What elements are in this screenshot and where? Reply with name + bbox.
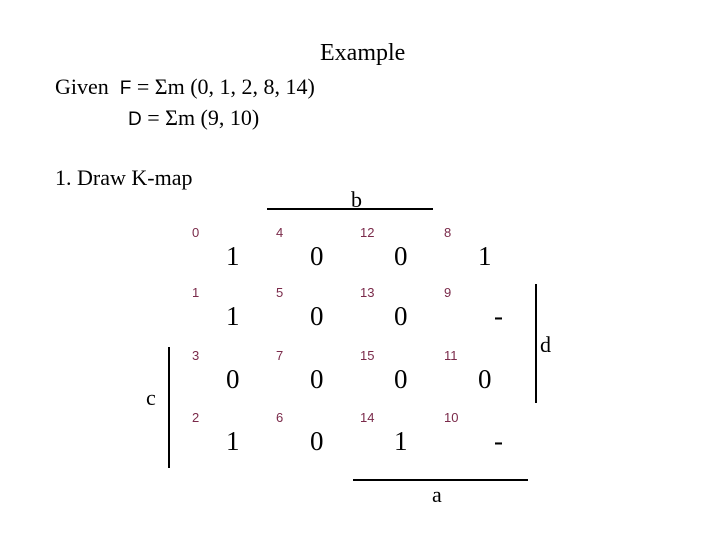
kmap-cell-value: 0 xyxy=(394,364,408,394)
kmap-cell-value: 0 xyxy=(478,364,492,394)
kmap-cell-value: 0 xyxy=(310,301,324,331)
c-variable-rule xyxy=(168,347,170,468)
kmap-cell-index: 10 xyxy=(444,410,459,425)
kmap-cell: 9- xyxy=(442,285,526,345)
given-label: Given xyxy=(55,74,109,99)
f-label: F xyxy=(119,78,132,99)
kmap-cell-value: 1 xyxy=(478,241,492,271)
page-title: Example xyxy=(320,40,406,66)
d-label: D xyxy=(128,109,142,130)
kmap-cell-value: - xyxy=(494,301,503,331)
kmap-cell-value: 1 xyxy=(226,241,240,271)
kmap-cell-index: 8 xyxy=(444,225,452,240)
kmap-cell-index: 1 xyxy=(192,285,200,300)
kmap-cell-index: 9 xyxy=(444,285,452,300)
b-variable-rule xyxy=(267,208,433,210)
given-d-line: D = Σm (9, 10) xyxy=(128,105,259,131)
kmap-cell-index: 7 xyxy=(276,348,284,363)
variable-b-label: b xyxy=(351,187,362,212)
kmap-cell: 10 - xyxy=(442,410,526,470)
kmap-cell-value: - xyxy=(494,426,503,456)
kmap-cell: 12 0 xyxy=(358,225,442,285)
kmap-cell-index: 12 xyxy=(360,225,375,240)
d-variable-rule xyxy=(535,284,537,403)
variable-c-label: c xyxy=(146,385,156,410)
kmap-cell-index: 6 xyxy=(276,410,284,425)
kmap-cell-index: 11 xyxy=(444,348,458,363)
kmap-cell-index: 5 xyxy=(276,285,284,300)
kmap-cell-index: 14 xyxy=(360,410,375,425)
kmap-cell-value: 1 xyxy=(226,301,240,331)
kmap-cell-index: 13 xyxy=(360,285,375,300)
kmap-cell-value: 0 xyxy=(394,301,408,331)
kmap-cell: 14 1 xyxy=(358,410,442,470)
kmap-cell-index: 4 xyxy=(276,225,284,240)
kmap-cell-value: 0 xyxy=(310,364,324,394)
kmap-cell-index: 2 xyxy=(192,410,200,425)
kmap-cell-value: 1 xyxy=(226,426,240,456)
kmap-cell: 15 0 xyxy=(358,348,442,408)
kmap-cell-index: 15 xyxy=(360,348,375,363)
kmap-cell: 11 0 xyxy=(442,348,526,408)
kmap-cell: 13 0 xyxy=(358,285,442,345)
kmap-cell-value: 0 xyxy=(226,364,240,394)
variable-a-label: a xyxy=(432,482,442,507)
kmap-cell-value: 0 xyxy=(394,241,408,271)
kmap-cell-value: 1 xyxy=(394,426,408,456)
kmap-cell-index: 0 xyxy=(192,225,200,240)
variable-d-label: d xyxy=(540,332,551,357)
kmap-cell-value: 0 xyxy=(310,426,324,456)
step-heading: 1. Draw K-map xyxy=(55,165,193,190)
d-expression: = Σm (9, 10) xyxy=(141,105,260,130)
given-f-line: Given F = Σm (0, 1, 2, 8, 14) xyxy=(55,74,315,100)
a-variable-rule xyxy=(353,479,528,481)
f-expression: = Σm (0, 1, 2, 8, 14) xyxy=(131,74,315,99)
kmap-cell-index: 3 xyxy=(192,348,200,363)
kmap-cell-value: 0 xyxy=(310,241,324,271)
